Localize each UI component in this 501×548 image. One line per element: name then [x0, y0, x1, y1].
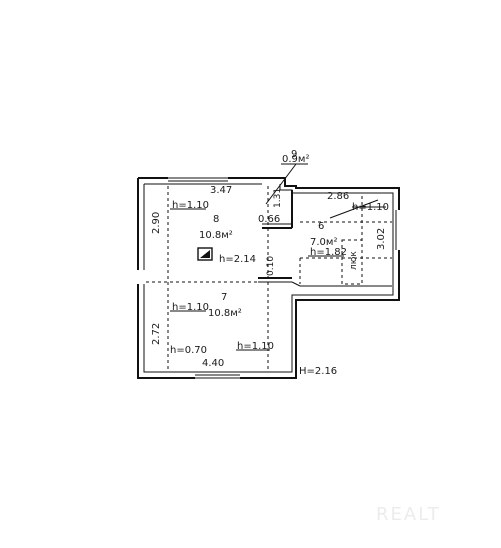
room-7-number: 7	[221, 292, 227, 303]
room-9-dimension-2: 0.66	[258, 214, 280, 225]
hatch-label: люк	[349, 251, 359, 270]
room-9-number: 9	[291, 149, 297, 160]
room-7-h-right: h=1.10	[237, 341, 274, 352]
room-7-h-low: h=0.70	[170, 345, 207, 356]
room-8-number: 8	[213, 214, 219, 225]
room-9-leader	[265, 163, 297, 205]
room-6-number: 6	[318, 221, 324, 232]
slope-lines	[146, 186, 392, 370]
room-6-depth: 3.02	[376, 228, 387, 250]
room-7-area: 10.8м²	[208, 308, 242, 319]
hatch-symbol-icon	[197, 247, 213, 261]
outer-walls	[136, 176, 402, 380]
room-6-h-mid: h=1.82	[310, 247, 347, 258]
partitions	[258, 190, 392, 287]
watermark: REALT	[376, 504, 441, 525]
total-height: H=2.16	[299, 366, 337, 377]
room-8-depth: 2.90	[151, 212, 162, 234]
room-8-area: 10.8м²	[199, 230, 233, 241]
center-height: h=2.14	[219, 254, 256, 265]
room-7-width: 4.40	[202, 358, 224, 369]
room-9-area: 0.9м²	[282, 154, 309, 165]
room-8-width: 3.47	[210, 185, 232, 196]
room-7-depth: 2.72	[151, 323, 162, 345]
room-6-width: 2.86	[327, 191, 349, 202]
room-9-dimension: 1.31	[273, 188, 283, 208]
room-8-h: h=1.10	[172, 200, 209, 211]
room-7-h-left: h=1.10	[172, 302, 209, 313]
partition-thickness: 0.10	[266, 256, 276, 276]
room-6-h-top: h=1.10	[352, 202, 389, 213]
room-6-area: 7.0м²	[310, 237, 337, 248]
